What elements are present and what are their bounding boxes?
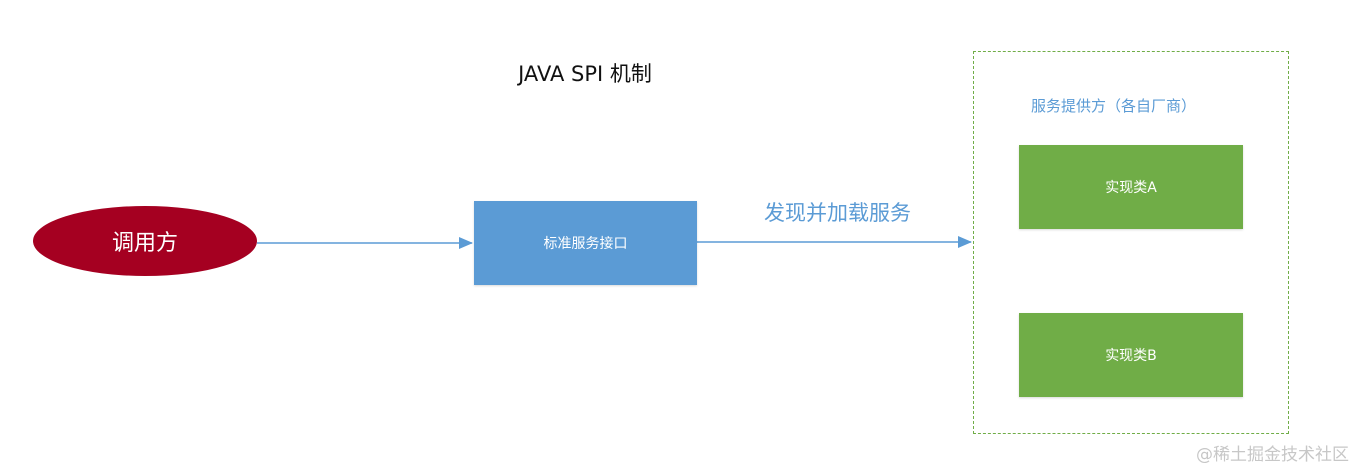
provider-group [973, 51, 1289, 434]
watermark: @稀土掘金技术社区 [1196, 445, 1349, 465]
interface-node: 标准服务接口 [474, 201, 697, 285]
impl-node-a: 实现类A [1019, 145, 1243, 229]
impl-label-a: 实现类A [1105, 180, 1157, 196]
caller-label: 调用方 [111, 231, 178, 256]
impl-label-b: 实现类B [1105, 348, 1157, 364]
interface-label: 标准服务接口 [543, 236, 628, 252]
diagram-title: JAVA SPI 机制 [518, 62, 652, 86]
provider-group-label: 服务提供方（各自厂商） [1031, 97, 1197, 115]
caller-node: 调用方 [33, 206, 257, 276]
edge-label: 发现并加载服务 [764, 201, 911, 225]
impl-node-b: 实现类B [1019, 313, 1243, 397]
